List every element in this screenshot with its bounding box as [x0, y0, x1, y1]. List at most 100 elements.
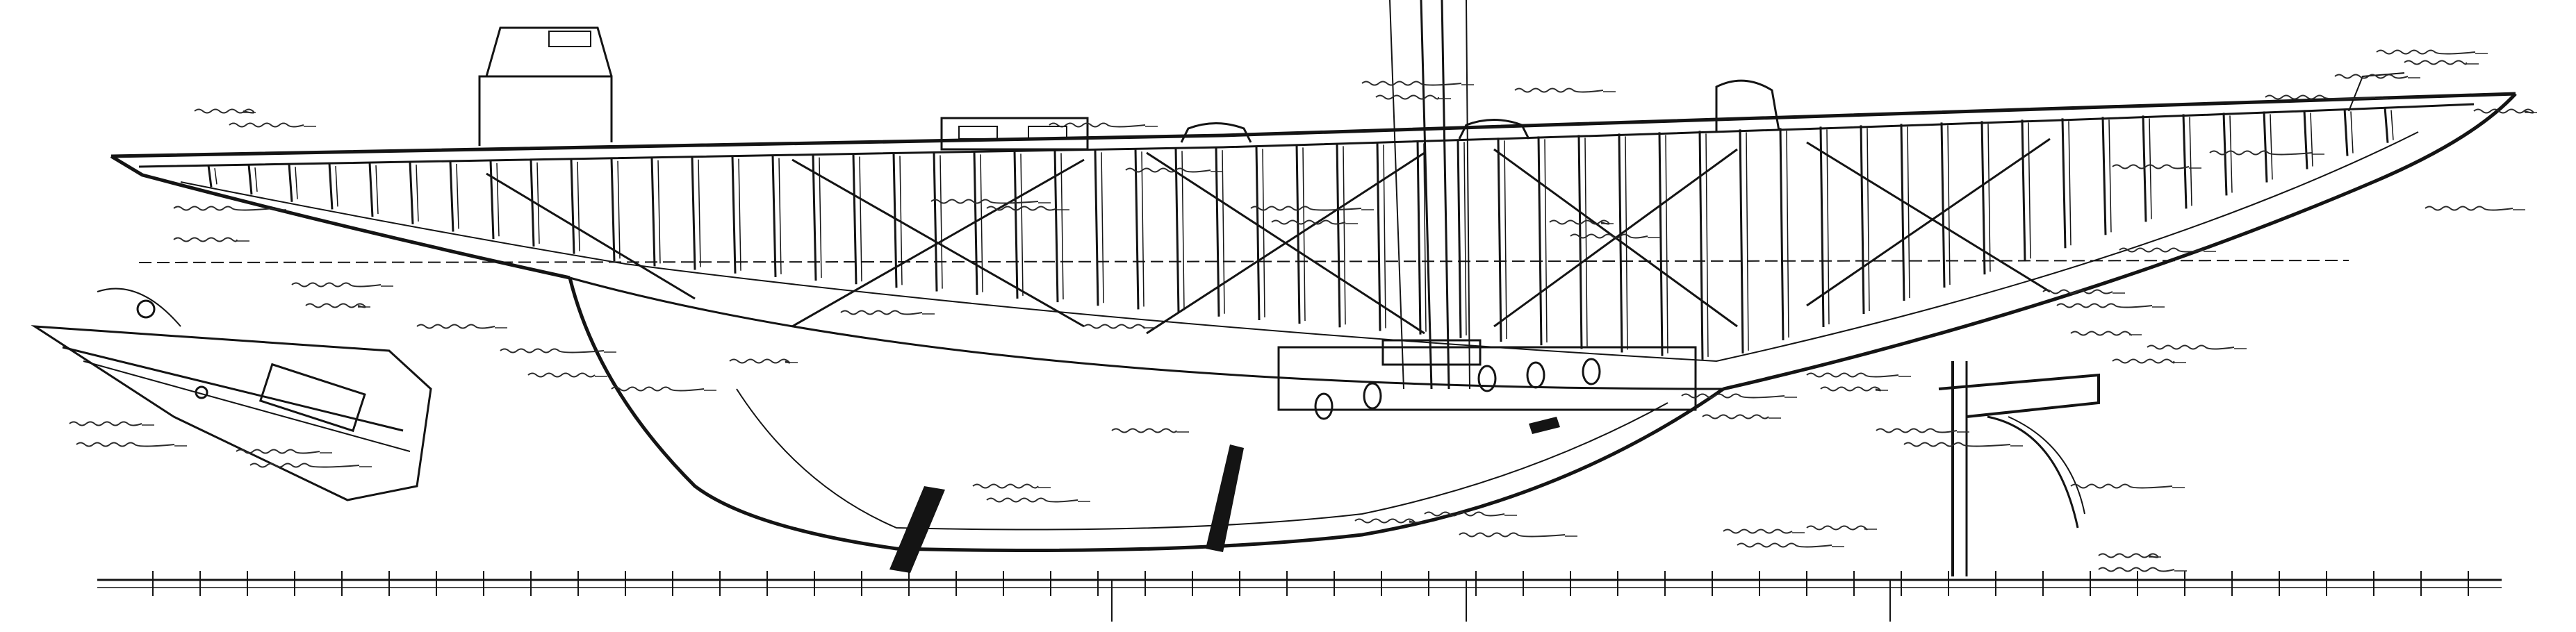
frame-inner-edge: [617, 160, 621, 259]
annotations: [69, 49, 2537, 572]
frame: [1618, 133, 1623, 353]
frame: [1900, 124, 1905, 301]
frame-inner-edge: [2350, 111, 2354, 153]
annotation-note: [500, 348, 605, 354]
limber-hole-5: [1582, 358, 1601, 385]
frame-inner-edge: [1222, 150, 1225, 314]
frame-inner-edge: [2028, 122, 2031, 259]
frame-inner-edge: [1141, 151, 1145, 307]
annotation-note: [2056, 303, 2153, 308]
frame: [1457, 139, 1462, 338]
limber-hole-3: [1477, 365, 1497, 392]
annotation-note: [972, 483, 1039, 489]
frame: [1860, 125, 1865, 315]
bow-pulpit: [2348, 72, 2405, 112]
frame-inner-edge: [2108, 119, 2112, 233]
annotation-note: [249, 463, 360, 468]
frame-inner-edge: [2310, 113, 2313, 167]
annotation-note: [2070, 331, 2132, 336]
annotation-note: [2098, 553, 2159, 558]
doghouse-aft-window: [548, 31, 591, 47]
frame-inner-edge: [1826, 129, 1830, 324]
annotation-note: [2098, 567, 2175, 572]
ballast-block-aft: [889, 486, 945, 573]
annotation-note: [291, 282, 382, 288]
stern-counter: [110, 154, 571, 280]
frame: [1174, 148, 1180, 313]
annotation-note: [2112, 164, 2190, 169]
frame: [449, 160, 454, 232]
annotation-note: [1549, 219, 1610, 225]
frame: [2263, 111, 2268, 183]
annotation-note: [1820, 386, 1882, 392]
ballast-block-fwd: [1529, 417, 1560, 434]
frame: [1497, 138, 1502, 342]
annotation-note: [1271, 219, 1346, 225]
frame-inner-edge: [2229, 115, 2233, 193]
hull-outline: [110, 92, 2517, 552]
annotation-note: [1083, 324, 1146, 329]
diagonal-straps: [486, 138, 2051, 335]
ballast-blocks: [889, 417, 1560, 573]
limber-hole-1: [1314, 392, 1334, 420]
stern-detail-outline: [31, 325, 432, 501]
frame: [207, 165, 213, 188]
frame: [1416, 140, 1422, 335]
frame-inner-edge: [1423, 143, 1427, 332]
frame-inner-edge: [1907, 126, 1910, 299]
frame: [1215, 147, 1220, 317]
annotation-note: [69, 421, 142, 426]
knee-detail-beam: [1938, 373, 2100, 418]
frame: [2182, 114, 2188, 209]
frame-inner-edge: [1987, 124, 1991, 272]
annotation-note: [1354, 518, 1416, 524]
annotation-note: [2209, 150, 2313, 156]
annotation-note: [1903, 442, 2011, 447]
frame-inner-edge: [698, 159, 701, 267]
frame-inner-edge: [536, 162, 540, 244]
floor-box: [1277, 346, 1697, 411]
frame-inner-edge: [1181, 151, 1185, 310]
frame-inner-edge: [1625, 136, 1628, 350]
frame-inner-edge: [657, 160, 661, 264]
frame: [1094, 149, 1099, 306]
knee-detail-inset: [1938, 361, 2100, 576]
frame: [409, 161, 414, 224]
frame: [1376, 142, 1381, 331]
stern-detail-bolt-1: [136, 299, 156, 319]
annotation-note: [986, 497, 1078, 503]
frame: [530, 159, 535, 247]
annotation-note: [173, 206, 274, 211]
annotation-note: [1876, 428, 1958, 433]
frame-inner-edge: [1786, 131, 1789, 338]
limber-hole-2: [1363, 382, 1382, 410]
frame: [1739, 129, 1744, 354]
annotation-note: [2112, 358, 2175, 364]
mast-outer-edge: [1466, 0, 1470, 390]
annotation-note: [1737, 542, 1832, 548]
frame-inner-edge: [214, 168, 218, 185]
skylight-2: [1458, 119, 1530, 140]
annotation-note: [1049, 122, 1146, 128]
frame-inner-edge: [859, 156, 862, 282]
diagonal-strap-7: [1806, 141, 2051, 293]
frame: [328, 163, 334, 210]
frame-inner-edge: [940, 155, 943, 289]
frame-inner-edge: [1544, 139, 1548, 343]
main-cabin-trunk: [940, 117, 1089, 151]
annotation-note: [1723, 529, 1793, 534]
annotation-note: [1111, 428, 1177, 433]
frame: [1980, 121, 1986, 275]
annotation-note: [305, 303, 366, 308]
station-ticks: [152, 571, 2469, 622]
frame: [1255, 146, 1261, 320]
annotation-note: [2404, 60, 2468, 65]
annotation-note: [729, 358, 791, 364]
frame: [610, 158, 616, 262]
annotation-note: [1806, 372, 1899, 378]
load-waterline: [138, 260, 2349, 263]
frame-inner-edge: [1584, 138, 1588, 347]
cabin-port-1: [958, 126, 998, 140]
frame: [771, 155, 777, 277]
